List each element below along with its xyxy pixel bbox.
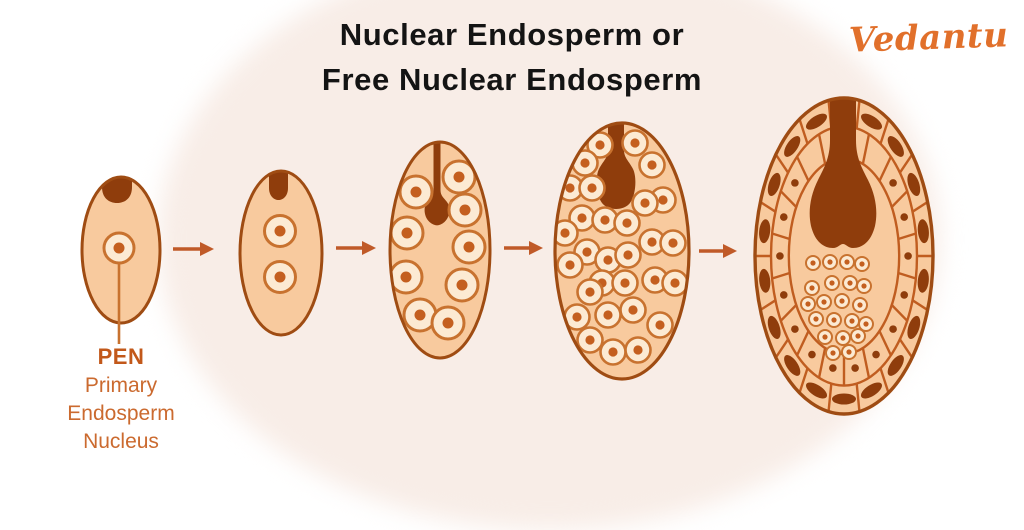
pen-full-name-line-2: Endosperm (67, 402, 175, 425)
endosperm-stages-diagram (80, 96, 935, 416)
stage-1-primary-endosperm-nucleus (80, 175, 162, 344)
stage-2-two-free-nuclei (238, 169, 324, 337)
micropylar-dark-region (424, 142, 450, 226)
stage-arrow-4 (699, 244, 737, 258)
pen-abbreviation: PEN (97, 344, 145, 369)
stage-4-many-free-nuclei (553, 121, 691, 381)
pen-full-name-line-1: Primary (84, 374, 158, 397)
pen-label: PEN Primary Endosperm Nucleus (32, 342, 210, 456)
embryo-sac-wall (80, 175, 162, 325)
diagram-title: Nuclear Endosperm or Free Nuclear Endosp… (0, 12, 1024, 102)
stage-arrow-3 (504, 241, 543, 255)
micropylar-dark-region (269, 171, 288, 200)
embryo-sac-wall (753, 96, 935, 416)
pen-full-name-line-3: Nucleus (83, 430, 159, 453)
stage-arrow-1 (173, 242, 214, 256)
stage-3-peripheral-free-nuclei (388, 140, 492, 360)
micropylar-dark-region (596, 123, 636, 209)
embryo-sac-wall (553, 121, 691, 381)
embryo-sac-wall (238, 169, 324, 337)
micropylar-dark-region (102, 177, 132, 203)
stage-5-cellular-endosperm (753, 96, 935, 416)
title-line-1: Nuclear Endosperm or (339, 17, 685, 52)
micropylar-dark-region (809, 98, 877, 248)
stage-arrow-2 (336, 241, 376, 255)
embryo-sac-wall (388, 140, 492, 360)
title-line-2: Free Nuclear Endosperm (321, 62, 703, 97)
